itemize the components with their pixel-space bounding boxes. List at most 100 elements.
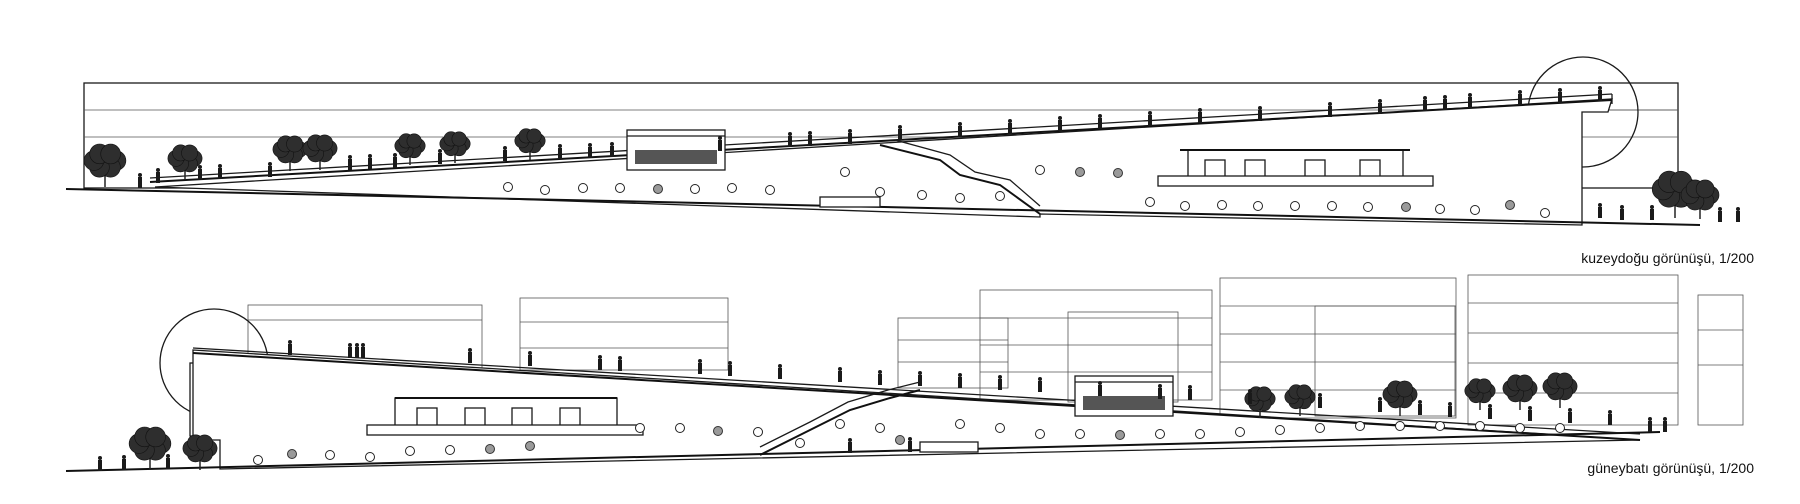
facade-opening (1155, 429, 1165, 439)
trees (83, 128, 1720, 219)
person (958, 373, 962, 388)
southwest-elevation-caption: güneybatı görünüşü, 1/200 (1587, 460, 1754, 476)
tree (272, 135, 308, 171)
facade-opening (635, 423, 645, 433)
facade-opening (1363, 202, 1373, 212)
tree (1542, 372, 1578, 408)
tree (167, 144, 203, 180)
facade-opening (525, 441, 535, 451)
facade-opening (1327, 201, 1337, 211)
tree (1502, 374, 1538, 410)
facade-opening (895, 435, 905, 445)
facade-opening (835, 419, 845, 429)
person (355, 343, 359, 358)
facade-opening (253, 455, 263, 465)
facade-opening (1235, 427, 1245, 437)
person (1198, 108, 1202, 123)
ground-line-southwest (65, 431, 1661, 472)
northeast-elevation (65, 56, 1740, 226)
facade-opening (955, 419, 965, 429)
trees-southwest (128, 372, 1578, 470)
person (1443, 95, 1447, 110)
person (218, 164, 222, 179)
facade-opening (653, 184, 663, 194)
person (1598, 203, 1602, 218)
southwest-elevation (65, 274, 1744, 472)
person (1148, 111, 1152, 126)
person (348, 343, 352, 358)
person (1188, 385, 1192, 400)
people (138, 86, 1740, 222)
person (898, 125, 902, 140)
pavilion-glass-box (626, 129, 726, 171)
person (1648, 417, 1652, 432)
terrace-building-southwest (366, 397, 644, 436)
person (908, 437, 912, 452)
facade-opening (1145, 197, 1155, 207)
facade-opening (727, 183, 737, 193)
facade-opening (840, 167, 850, 177)
northeast-elevation-caption: kuzeydoğu görünüşü, 1/200 (1581, 250, 1754, 266)
person (698, 359, 702, 374)
person (393, 153, 397, 168)
tree (1284, 384, 1316, 416)
tree (182, 434, 218, 470)
person (1098, 381, 1102, 396)
person (468, 348, 472, 363)
person (1608, 410, 1612, 425)
facade-opening (917, 190, 927, 200)
ground-line (65, 188, 1701, 226)
tree (1464, 378, 1496, 410)
person (1718, 207, 1722, 222)
pavilion-glass-box-southwest (1074, 375, 1174, 417)
person (503, 146, 507, 161)
person (368, 154, 372, 169)
person (138, 173, 142, 188)
facade-opening (1395, 421, 1405, 431)
person (1518, 90, 1522, 105)
person (1378, 99, 1382, 114)
bench-southwest (919, 441, 979, 453)
facade-opening (1075, 429, 1085, 439)
facade-opening (875, 187, 885, 197)
staircase (879, 139, 1041, 215)
facade-opening (1515, 423, 1525, 433)
person (788, 132, 792, 147)
person (1058, 116, 1062, 131)
facade-opening (1555, 423, 1565, 433)
facade-opening (713, 426, 723, 436)
person (558, 144, 562, 159)
person (288, 340, 292, 355)
facade-opening (1505, 200, 1515, 210)
tree (1680, 179, 1720, 219)
person (958, 122, 962, 137)
facade-opening (578, 183, 588, 193)
person (528, 351, 532, 366)
facade-opening (1540, 208, 1550, 218)
facade-opening (1315, 423, 1325, 433)
person (1328, 102, 1332, 117)
facade-opening (875, 423, 885, 433)
person (618, 356, 622, 371)
person (1423, 96, 1427, 111)
facade-opening (1275, 425, 1285, 435)
facade-openings (503, 165, 1550, 218)
person (156, 168, 160, 183)
facade-opening (675, 423, 685, 433)
person (1558, 88, 1562, 103)
sloped-mass (154, 98, 1613, 226)
person (718, 136, 722, 151)
person (1598, 86, 1602, 101)
background-buildings (247, 274, 1744, 426)
person (166, 454, 170, 469)
facade-opening (540, 185, 550, 195)
facade-opening (1113, 168, 1123, 178)
facade-opening (995, 191, 1005, 201)
facade-opening (1180, 201, 1190, 211)
person (438, 149, 442, 164)
bench (819, 196, 881, 208)
person (1620, 205, 1624, 220)
person (1378, 397, 1382, 412)
person (1650, 205, 1654, 220)
